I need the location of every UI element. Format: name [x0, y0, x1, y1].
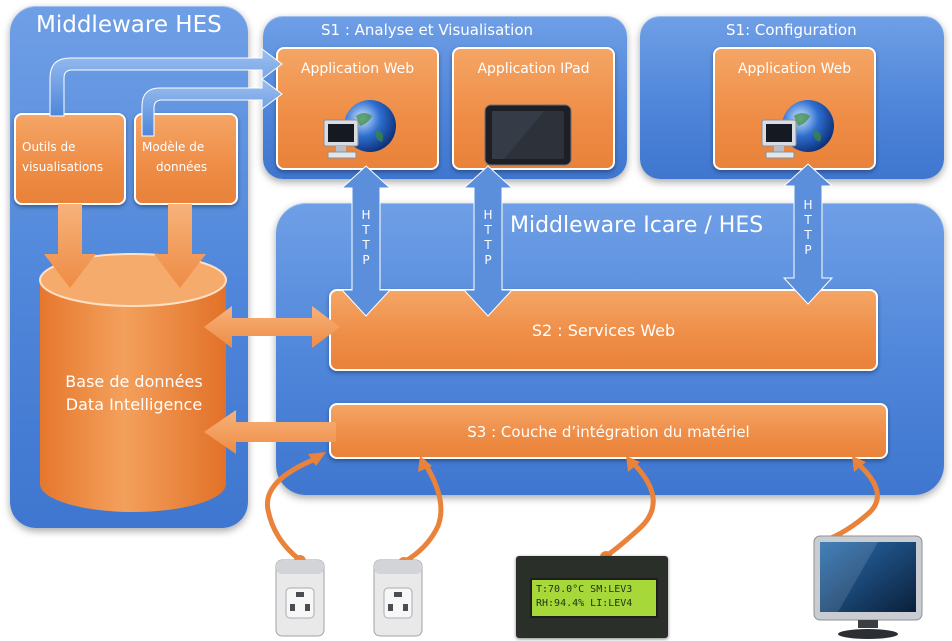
configuration-title: S1: Configuration [726, 21, 857, 39]
lcd-screen: T:70.0°C SM:LEV3 RH:94.4% LI:LEV4 [530, 578, 658, 618]
smart-plug-icon [275, 559, 325, 637]
arrow-modele-to-db [154, 204, 206, 288]
arrow-modele-to-app-web [141, 78, 283, 137]
database-label-2: Data Intelligence [65, 395, 203, 414]
connector-plug-2 [401, 459, 444, 565]
database-label-1: Base de données [65, 372, 203, 391]
outils-visualisation-box: Outils de visualisations [14, 113, 126, 205]
globe-computer-icon [323, 100, 396, 159]
globe-computer-icon-2 [761, 100, 834, 159]
app-ipad-label: Application IPad [477, 61, 590, 77]
couche-integration-box: S3 : Couche d’intégration du matériel [329, 403, 888, 459]
arrow-outils-to-db [44, 204, 96, 288]
http-arrow-1 [340, 165, 392, 317]
middleware-hes-title: Middleware HES [36, 12, 222, 38]
analyse-title: S1 : Analyse et Visualisation [321, 21, 534, 39]
icare-title: Middleware Icare / HES [510, 213, 764, 238]
modele-label-1: Modèle de [142, 140, 205, 154]
arrow-couche-to-db [204, 410, 336, 454]
lcd-sensor-icon: T:70.0°C SM:LEV3 RH:94.4% LI:LEV4 [516, 556, 668, 638]
smart-plug-icon-2 [373, 559, 423, 637]
lcd-line-1: T:70.0°C SM:LEV3 [536, 584, 633, 595]
connector-monitor [819, 459, 880, 545]
services-web-label: S2 : Services Web [531, 321, 676, 340]
lcd-line-2: RH:94.4% LI:LEV4 [536, 598, 633, 609]
arrow-db-services [204, 306, 340, 348]
http-arrow-3 [782, 163, 834, 305]
modele-label-2: données [156, 160, 208, 174]
http-arrow-2 [462, 165, 514, 317]
connector-plug-1 [264, 455, 321, 563]
couche-integration-label: S3 : Couche d’intégration du matériel [467, 423, 750, 441]
monitor-icon [813, 535, 923, 639]
outils-label-2: visualisations [22, 160, 104, 174]
outils-label-1: Outils de [22, 140, 76, 154]
app-web-label-1: Application Web [300, 61, 415, 77]
connector-lcd [603, 459, 656, 559]
arrow-outils-to-app-web [49, 48, 283, 117]
services-web-box: S2 : Services Web [329, 289, 878, 371]
app-web-label-2: Application Web [737, 61, 852, 77]
tablet-icon [484, 104, 572, 166]
app-web-box-2: Application Web [713, 47, 876, 170]
